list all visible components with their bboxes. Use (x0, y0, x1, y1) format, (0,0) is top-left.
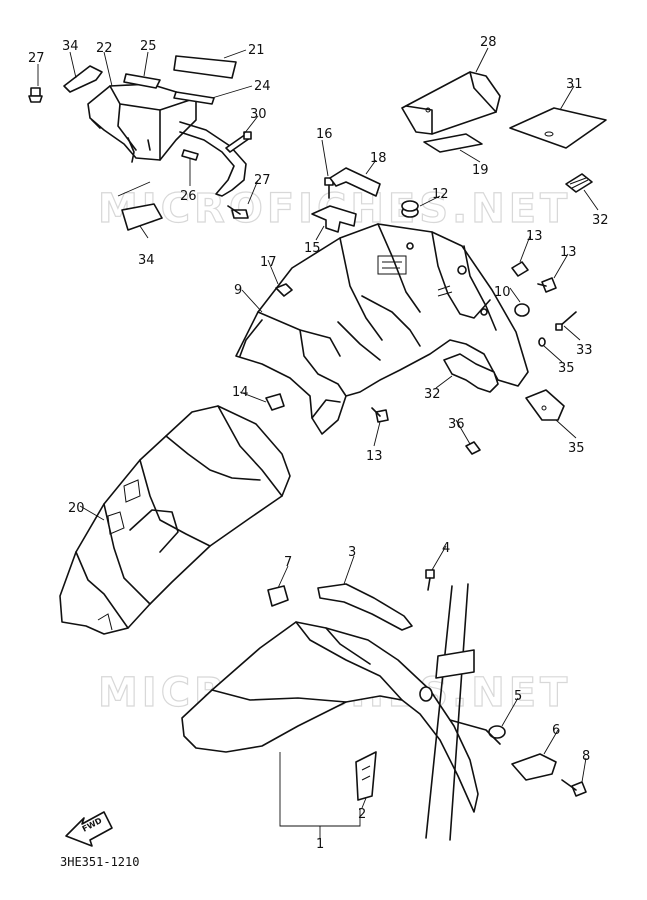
part-10-nut (514, 303, 530, 317)
part-29-plate (509, 107, 607, 149)
part-35-reflector (525, 389, 565, 421)
part-24-tape (123, 73, 161, 89)
callout-20: 20 (68, 501, 85, 516)
callout-30: 32 (592, 213, 609, 228)
part-3-bracket (317, 583, 413, 631)
part-33-washer (538, 337, 546, 347)
rear-fender-hardware (265, 167, 577, 455)
rear-fender-group (235, 223, 529, 435)
callout-18: 18 (370, 151, 387, 166)
mud-guard-group (59, 405, 291, 635)
callout-17: 17 (260, 255, 277, 270)
callout-9: 9 (234, 283, 242, 298)
part-31-bracket (443, 353, 499, 393)
callout-8: 8 (582, 749, 590, 764)
callout-24: 25 (140, 39, 157, 54)
callout-31: 32 (424, 387, 441, 402)
part-28-bolt (225, 131, 252, 153)
callout-13-lower: 13 (366, 449, 383, 464)
callout-12: 13 (526, 229, 543, 244)
callout-6: 6 (552, 723, 560, 738)
part-15-bracket (311, 205, 357, 233)
callout-14: 14 (232, 385, 249, 400)
figure-code: 3HE351-1210 (60, 855, 139, 869)
part-9-rear-fender (235, 223, 529, 435)
callout-35: 35 (568, 441, 585, 456)
callout-16: 16 (316, 127, 333, 142)
part-8-bolt (561, 779, 587, 797)
part-22-tape (173, 55, 237, 79)
callout-27: 27 (28, 51, 45, 66)
part-11-damper (401, 200, 419, 218)
callout-33: 35 (558, 361, 575, 376)
part-23-band (173, 91, 215, 105)
part-18-holder (329, 167, 381, 197)
callout-32: 33 (576, 343, 593, 358)
part-12-nut (511, 261, 529, 277)
fork-leg (425, 585, 453, 839)
callout-15: 15 (304, 241, 321, 256)
callout-34b: 34 (138, 253, 155, 268)
part-4-bolt (425, 569, 435, 591)
part-34-seal-top (63, 65, 103, 93)
callout-2: 2 (358, 807, 366, 822)
callout-28: 30 (250, 107, 267, 122)
callout-22: 21 (248, 43, 265, 58)
part-14-clip (265, 393, 285, 411)
callout-13-upper: 13 (560, 245, 577, 260)
part-27-bolt-left (28, 87, 43, 103)
part-13-bolt-upper (537, 277, 557, 293)
callout-10: 10 (494, 285, 511, 300)
callout-23: 24 (254, 79, 271, 94)
cover-plate-group (401, 71, 607, 193)
part-7-clip (267, 585, 289, 607)
callout-34: 34 (62, 39, 79, 54)
part-19-seal (423, 133, 483, 153)
part-32-bolt (555, 311, 577, 331)
callout-26: 28 (480, 35, 497, 50)
callout-3: 3 (348, 545, 356, 560)
tail-cover-group (28, 55, 252, 231)
leader-lines (37, 47, 599, 838)
callout-27b: 27 (254, 173, 271, 188)
part-13-bolt-lower (371, 407, 389, 423)
callout-29: 31 (566, 77, 583, 92)
callout-19: 19 (472, 163, 489, 178)
part-17-clip (275, 283, 293, 297)
part-1-front-fender (181, 621, 479, 813)
fwd-arrow: FWD (65, 811, 113, 847)
callout-36: 36 (448, 417, 465, 432)
part-6-bracket (511, 753, 557, 781)
callout-1: 1 (316, 837, 324, 852)
part-25-band (181, 149, 199, 161)
callout-21: 22 (96, 41, 113, 56)
part-2-stay (355, 751, 377, 801)
callout-11: 12 (432, 187, 449, 202)
part-27-bolt-right (227, 205, 249, 219)
part-26-cover (401, 71, 501, 135)
callout-7: 7 (284, 555, 292, 570)
callout-labels: 27 34 22 25 21 24 30 26 27 34 28 19 31 3… (28, 35, 609, 852)
callout-4: 4 (442, 541, 450, 556)
front-fender-group (181, 569, 587, 841)
callout-5: 5 (514, 689, 522, 704)
callout-25: 26 (180, 189, 197, 204)
part-34-seal-lower (121, 203, 163, 231)
part-36-nut (465, 441, 481, 455)
